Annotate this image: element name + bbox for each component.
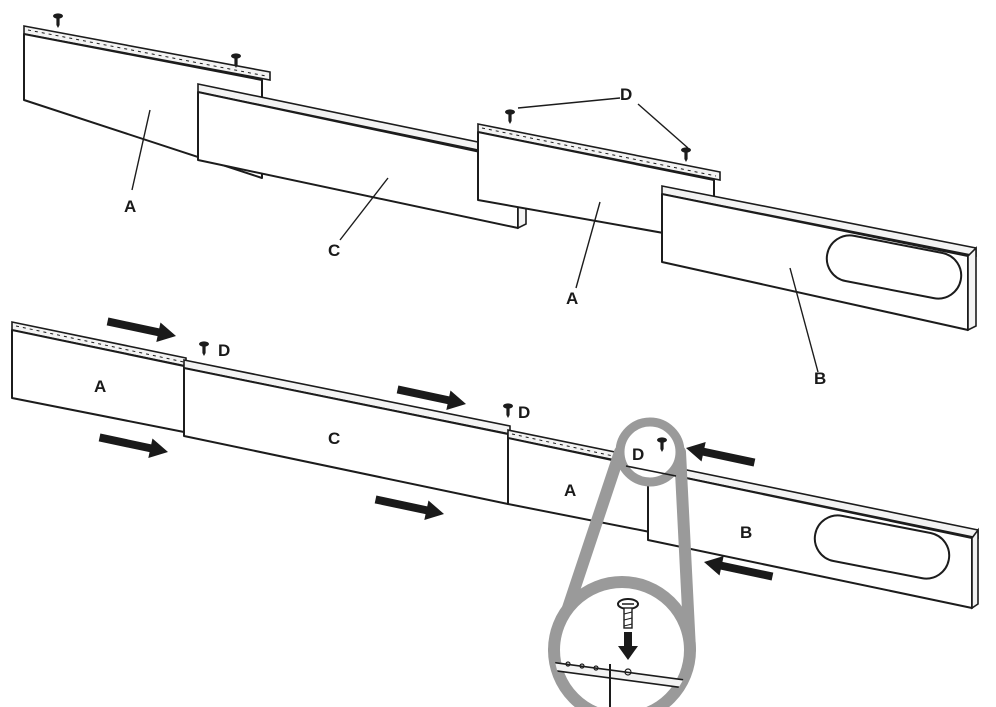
label-c-exploded: C (328, 241, 340, 260)
label-a-right-assembled: A (564, 481, 576, 500)
label-a-left-exploded: A (124, 197, 136, 216)
panel-c-exploded (197, 83, 527, 230)
panel-b-exploded (661, 185, 977, 332)
label-b-assembled: B (740, 523, 752, 542)
slot-opening (813, 514, 951, 580)
panel-b-assembled (647, 461, 979, 610)
arrow-right-icon (97, 427, 171, 462)
screw-icon (617, 598, 639, 629)
label-c-assembled: C (328, 429, 340, 448)
arrow-down-icon (618, 632, 638, 660)
slot-opening (825, 234, 963, 300)
screw-icon (199, 341, 209, 356)
arrow-left-icon (683, 438, 757, 473)
label-d-second: D (518, 403, 530, 422)
arrow-right-icon (105, 311, 179, 346)
screw-icon (53, 13, 63, 28)
exploded-view: A C A B D (23, 13, 977, 388)
zoom-source-circle (615, 417, 685, 487)
arrow-right-icon (373, 489, 447, 524)
screw-icon (505, 109, 515, 124)
screw-icon (503, 403, 513, 418)
label-d-exploded: D (620, 85, 632, 104)
label-b-exploded: B (814, 369, 826, 388)
panel-c-assembled (183, 359, 511, 505)
assembled-view: A C A B D D (11, 311, 979, 610)
screw-icon (681, 147, 691, 162)
magnifier-callout: D (548, 417, 696, 707)
label-d-zoom: D (632, 445, 644, 464)
label-a-right-exploded: A (566, 289, 578, 308)
label-d-first: D (218, 341, 230, 360)
label-a-left-assembled: A (94, 377, 106, 396)
